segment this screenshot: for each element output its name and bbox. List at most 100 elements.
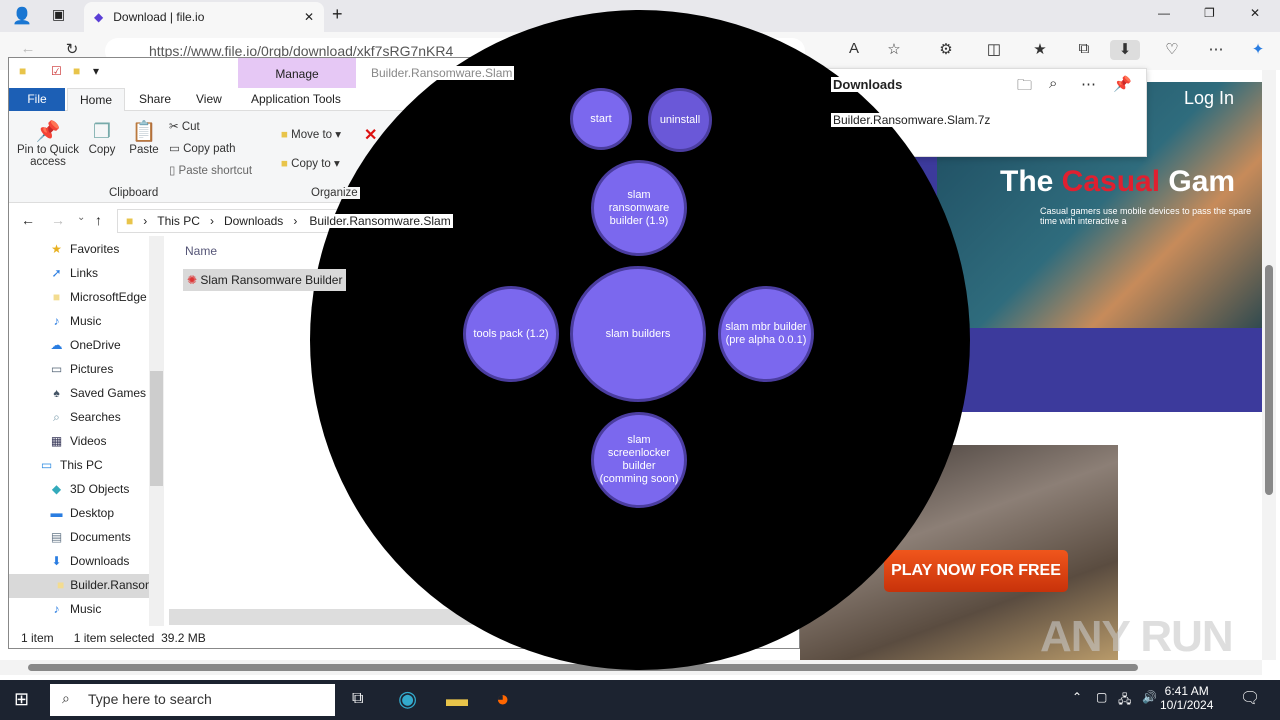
copy-button[interactable]: ❐Copy bbox=[87, 119, 117, 156]
mbr-builder-button[interactable]: slam mbr builder (pre alpha 0.0.1) bbox=[718, 286, 814, 382]
tab-home[interactable]: Home bbox=[67, 88, 126, 111]
extensions-icon[interactable]: ⚙ bbox=[939, 41, 953, 58]
tree-label: Music bbox=[70, 314, 102, 328]
back-icon[interactable]: ← bbox=[20, 40, 36, 57]
tab-view[interactable]: View bbox=[196, 92, 222, 106]
tree-item-pictures[interactable]: ▭Pictures bbox=[49, 358, 114, 380]
status-bar: 1 item 1 item selected 39.2 MB bbox=[9, 628, 801, 650]
screenlocker-builder-button[interactable]: slam screenlocker builder (comming soon) bbox=[591, 412, 687, 508]
browser-essentials-icon[interactable]: ♡ bbox=[1165, 41, 1179, 58]
download-item[interactable]: Builder.Ransomware.Slam.7z bbox=[831, 113, 993, 127]
tree-item-3d-objects[interactable]: ◆3D Objects bbox=[49, 478, 129, 500]
profile-icon[interactable]: 👤 bbox=[12, 8, 32, 25]
windows-start-icon[interactable]: ⊞ bbox=[14, 689, 30, 709]
cut-button[interactable]: ✂ Cut bbox=[169, 119, 200, 133]
search-icon[interactable]: ⌕ bbox=[1049, 75, 1058, 92]
copy-path-button[interactable]: ▭ Copy path bbox=[169, 141, 236, 155]
tree-label: Searches bbox=[70, 410, 121, 424]
page-horizontal-scroll-thumb[interactable] bbox=[28, 664, 1138, 671]
new-folder-icon[interactable]: ■ bbox=[73, 64, 81, 78]
browser-tab[interactable]: ◆ Download | file.io ✕ bbox=[84, 2, 324, 32]
tree-item-builder[interactable]: ■Builder.Ransomware.Slam bbox=[57, 574, 149, 596]
new-tab-icon[interactable]: + bbox=[332, 4, 343, 24]
edge-taskbar-icon[interactable]: ◉ bbox=[398, 686, 418, 711]
tree-item-music-2[interactable]: ♪Music bbox=[49, 598, 102, 620]
tab-share[interactable]: Share bbox=[139, 92, 172, 106]
uninstall-button[interactable]: uninstall bbox=[648, 88, 712, 152]
tree-scroll-thumb[interactable] bbox=[150, 371, 163, 486]
tree-item-favorites[interactable]: ★Favorites bbox=[49, 238, 119, 260]
file-row[interactable]: ✺ Slam Ransomware Builder bbox=[183, 269, 347, 291]
tree-item-videos[interactable]: ▦Videos bbox=[49, 430, 107, 452]
read-aloud-icon[interactable]: A bbox=[848, 40, 859, 57]
restore-icon[interactable]: ❐ bbox=[1204, 6, 1215, 20]
notifications-icon[interactable]: 🗨 bbox=[1240, 690, 1261, 707]
customize-qat-icon[interactable]: ▾ bbox=[93, 64, 100, 78]
more-menu-icon[interactable]: ⋯ bbox=[1208, 41, 1224, 58]
manage-context-tab[interactable]: Manage bbox=[238, 58, 356, 88]
pin-icon[interactable]: 📌 bbox=[1113, 76, 1132, 93]
firefox-taskbar-icon[interactable]: ◕ bbox=[496, 686, 510, 711]
file-name: Slam Ransomware Builder bbox=[200, 273, 343, 287]
tools-pack-button[interactable]: tools pack (1.2) bbox=[463, 286, 559, 382]
split-screen-icon[interactable]: ◫ bbox=[986, 41, 1002, 58]
show-hidden-icons-icon[interactable]: ⌃ bbox=[1072, 690, 1083, 704]
login-link[interactable]: Log In bbox=[1184, 88, 1235, 108]
tree-item-onedrive[interactable]: ☁OneDrive bbox=[49, 334, 121, 356]
recent-locations-icon[interactable]: ⌄ bbox=[77, 212, 86, 223]
tree-label: Desktop bbox=[70, 506, 115, 520]
open-folder-icon[interactable]: 🗀 bbox=[1017, 77, 1033, 94]
tab-actions-icon[interactable]: ▣ bbox=[52, 6, 66, 22]
tree-item-links[interactable]: ➚Links bbox=[49, 262, 98, 284]
breadcrumb-this-pc[interactable]: This PC bbox=[157, 214, 200, 228]
name-column-header[interactable]: Name bbox=[185, 244, 218, 258]
tree-selection bbox=[9, 574, 149, 598]
start-button[interactable]: start bbox=[570, 88, 632, 150]
breadcrumb-downloads[interactable]: Downloads bbox=[223, 214, 284, 228]
tab-file[interactable]: File bbox=[9, 88, 65, 111]
file-explorer-taskbar-icon[interactable]: ▬ bbox=[446, 686, 468, 711]
pin-to-quick-access-button[interactable]: 📌Pin to Quick access bbox=[13, 119, 83, 168]
taskbar-search-input[interactable]: ⌕Type here to search bbox=[50, 684, 335, 716]
music-icon: ♪ bbox=[53, 602, 60, 616]
page-vertical-scroll-thumb[interactable] bbox=[1265, 265, 1273, 495]
copilot-icon[interactable]: ✦ bbox=[1251, 41, 1265, 58]
tree-item-downloads[interactable]: ⬇Downloads bbox=[49, 550, 129, 572]
properties-icon[interactable]: ☑ bbox=[51, 64, 62, 78]
paste-button[interactable]: 📋Paste bbox=[127, 119, 161, 156]
tree-item-this-pc[interactable]: ▭This PC bbox=[39, 454, 103, 476]
close-window-icon[interactable]: ✕ bbox=[1250, 6, 1261, 20]
downloads-icon[interactable]: ⬇ bbox=[1110, 40, 1140, 60]
close-tab-icon[interactable]: ✕ bbox=[303, 10, 314, 24]
meet-now-icon[interactable]: ▢ bbox=[1096, 690, 1108, 704]
content-horizontal-scrollbar[interactable] bbox=[169, 609, 489, 625]
volume-icon[interactable]: 🔊 bbox=[1142, 690, 1157, 704]
task-view-icon[interactable]: ⧉ bbox=[352, 690, 364, 707]
tab-application-tools[interactable]: Application Tools bbox=[251, 92, 341, 106]
tree-item-searches[interactable]: ⌕Searches bbox=[49, 406, 121, 428]
tree-item-microsoftedge[interactable]: ■MicrosoftEdge bbox=[49, 286, 147, 308]
slam-builders-button[interactable]: slam builders bbox=[570, 266, 706, 402]
ransomware-builder-button[interactable]: slam ransomware builder (1.9) bbox=[591, 160, 687, 256]
tree-item-documents[interactable]: ▤Documents bbox=[49, 526, 131, 548]
move-to-button[interactable]: ■ Move to ▾ bbox=[281, 129, 342, 141]
favorite-star-icon[interactable]: ☆ bbox=[887, 41, 901, 58]
network-icon[interactable]: 🖧 bbox=[1118, 692, 1132, 706]
up-icon[interactable]: ↑ bbox=[95, 212, 102, 228]
forward-icon[interactable]: → bbox=[51, 212, 65, 228]
back-icon[interactable]: ← bbox=[21, 212, 35, 228]
paste-shortcut-button[interactable]: ▯ Paste shortcut bbox=[169, 163, 252, 177]
delete-icon[interactable]: ✕ bbox=[364, 127, 378, 144]
tree-item-desktop[interactable]: ▬Desktop bbox=[49, 502, 115, 524]
tree-item-saved-games[interactable]: ♠Saved Games bbox=[49, 382, 146, 404]
favorites-icon[interactable]: ★ bbox=[1033, 41, 1047, 58]
breadcrumb-current[interactable]: Builder.Ransomware.Slam bbox=[307, 214, 453, 228]
copy-to-button[interactable]: ■ Copy to ▾ bbox=[281, 158, 340, 170]
tree-item-music[interactable]: ♪Music bbox=[49, 310, 102, 332]
refresh-icon[interactable]: ↻ bbox=[65, 41, 79, 58]
minimize-icon[interactable]: — bbox=[1158, 6, 1170, 20]
play-now-button[interactable]: PLAY NOW FOR FREE bbox=[884, 550, 1068, 592]
more-options-icon[interactable]: ⋯ bbox=[1081, 76, 1096, 93]
collections-icon[interactable]: ⧉ bbox=[1078, 40, 1090, 57]
